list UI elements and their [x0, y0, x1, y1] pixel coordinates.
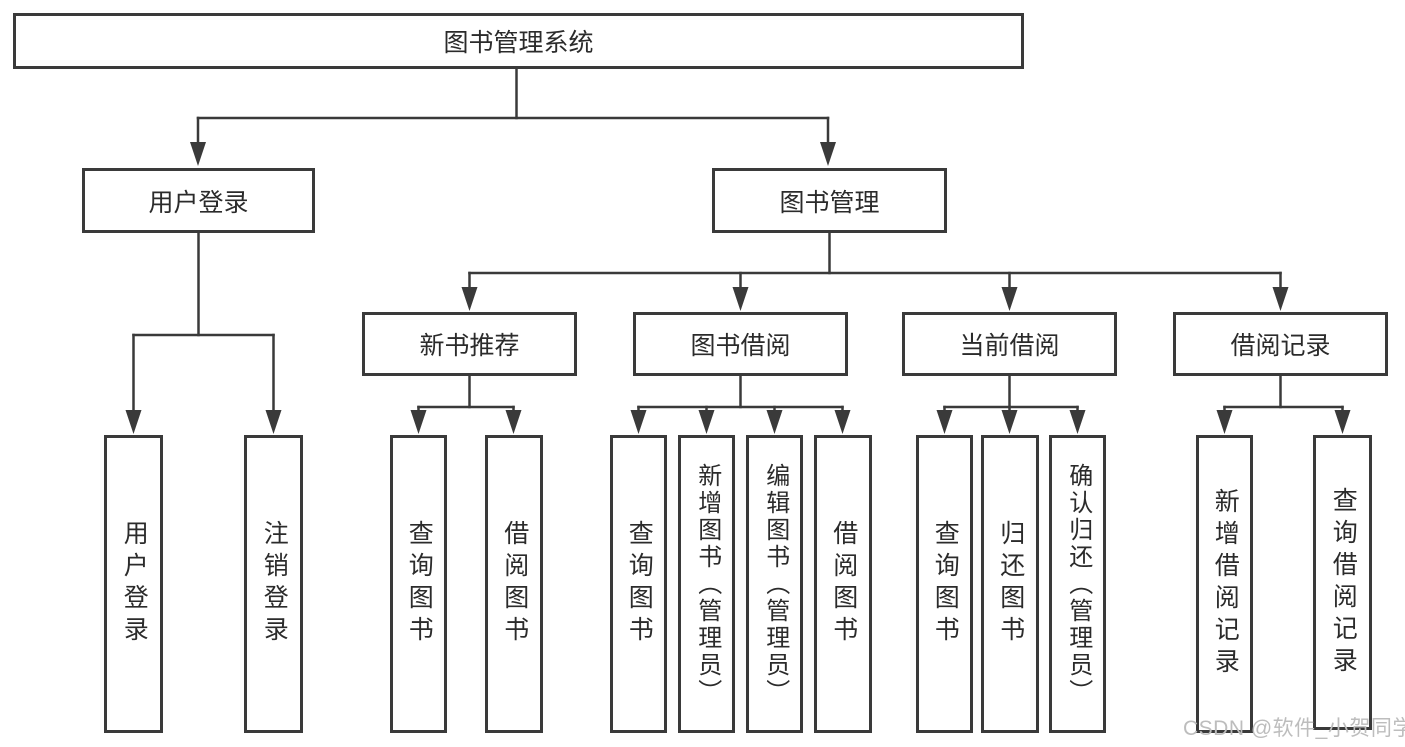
node-borrowing-records: 借阅记录 — [1173, 312, 1388, 376]
node-user-login: 用户登录 — [82, 168, 315, 233]
node-label: 借阅图书 — [500, 520, 529, 648]
node-add-book-admin: 新增图书（管理员） — [678, 435, 735, 733]
node-label: 编辑图书（管理员） — [761, 462, 789, 706]
node-confirm-return-admin: 确认归还（管理员） — [1049, 435, 1106, 733]
node-add-borrow-record: 新增借阅记录 — [1196, 435, 1253, 733]
node-label: 用户登录 — [148, 188, 249, 217]
node-label: 图书借阅 — [690, 332, 791, 360]
node-label: 当前借阅 — [959, 332, 1060, 360]
node-borrow-books-2: 借阅图书 — [814, 435, 872, 733]
node-book-borrowing: 图书借阅 — [633, 312, 848, 376]
node-label: 确认归还（管理员） — [1064, 462, 1092, 706]
node-label: 查询图书 — [931, 520, 960, 648]
node-logout: 注销登录 — [244, 435, 303, 733]
node-user-login-leaf: 用户登录 — [104, 435, 163, 733]
node-edit-book-admin: 编辑图书（管理员） — [746, 435, 803, 733]
node-label: 新增借阅记录 — [1211, 488, 1240, 680]
node-label: 用户登录 — [120, 520, 149, 648]
node-label: 归还图书 — [996, 520, 1025, 648]
node-label: 查询图书 — [625, 520, 654, 648]
node-label: 借阅图书 — [829, 520, 858, 648]
node-label: 查询图书 — [405, 520, 434, 648]
node-label: 借阅记录 — [1230, 332, 1331, 360]
node-label: 注销登录 — [260, 520, 289, 648]
node-book-management: 图书管理 — [712, 168, 947, 233]
node-current-borrowing: 当前借阅 — [902, 312, 1117, 376]
node-new-book-recommend: 新书推荐 — [362, 312, 577, 376]
node-borrow-books-1: 借阅图书 — [485, 435, 543, 733]
node-label: 新增图书（管理员） — [693, 462, 721, 706]
node-query-books-2: 查询图书 — [610, 435, 667, 733]
node-library-system: 图书管理系统 — [13, 13, 1024, 69]
csdn-watermark: CSDN @软件_小贺同学 — [1183, 717, 1405, 740]
node-query-books-3: 查询图书 — [916, 435, 973, 733]
node-return-books: 归还图书 — [981, 435, 1039, 733]
node-label: 新书推荐 — [419, 332, 520, 360]
node-query-borrow-record: 查询借阅记录 — [1313, 435, 1372, 730]
node-query-books-1: 查询图书 — [390, 435, 447, 733]
node-label: 图书管理系统 — [443, 29, 594, 57]
node-label: 查询借阅记录 — [1329, 486, 1358, 679]
node-label: 图书管理 — [779, 188, 880, 217]
